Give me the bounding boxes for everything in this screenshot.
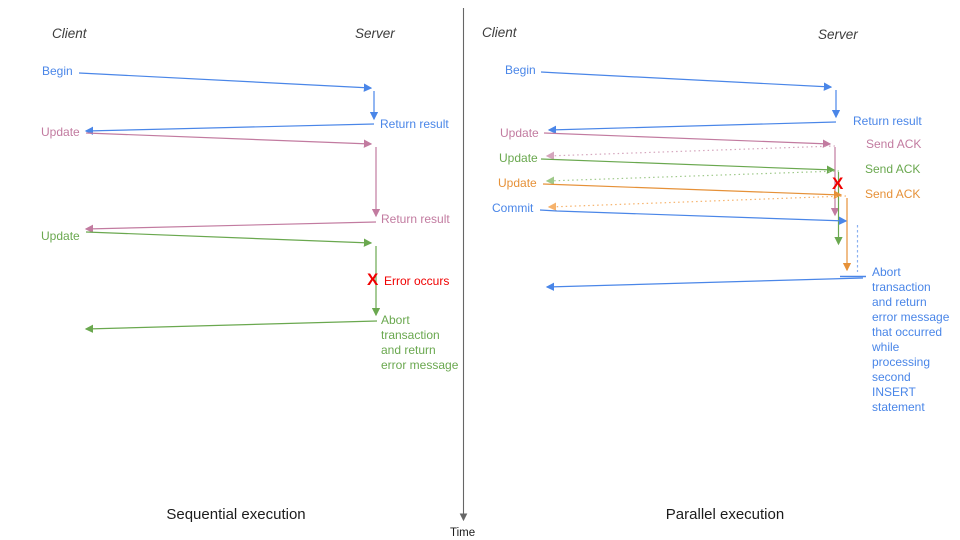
par-update-2-arrow xyxy=(540,158,836,174)
seq-begin-label: Begin xyxy=(42,64,73,78)
par-return-result-label: Return result xyxy=(853,114,922,128)
par-update-1-label: Update xyxy=(500,126,539,140)
par-begin-arrow xyxy=(540,71,833,91)
par-ack-1-arrow xyxy=(545,145,836,160)
par-server-header: Server xyxy=(818,27,858,42)
seq-caption: Sequential execution xyxy=(166,506,306,523)
par-ack-2-arrow xyxy=(545,170,840,185)
seq-begin-arrow xyxy=(78,72,373,92)
seq-return-result-2-arrow xyxy=(84,221,377,234)
par-client-header: Client xyxy=(482,25,517,40)
par-send-ack-1-label: Send ACK xyxy=(866,137,922,151)
seq-client-header: Client xyxy=(52,26,87,41)
par-abort-message: Abort transaction and return error messa… xyxy=(872,265,950,414)
seq-update-1-arrow xyxy=(85,132,373,148)
seq-return-result-1-arrow xyxy=(84,123,375,136)
par-update-3-arrow xyxy=(542,183,843,199)
seq-error-occurs-label: Error occurs xyxy=(384,274,450,288)
par-update-1-arrow xyxy=(543,132,832,148)
seq-server-header: Server xyxy=(355,26,395,41)
seq-return-result-2-label: Return result xyxy=(381,212,450,226)
par-update-2-label: Update xyxy=(499,151,538,165)
par-update-3-label: Update xyxy=(498,176,537,190)
seq-return-result-1-label: Return result xyxy=(380,117,449,131)
par-send-ack-2-label: Send ACK xyxy=(865,162,921,176)
seq-abort-arrow xyxy=(84,320,378,334)
seq-update-2-arrow xyxy=(85,231,373,247)
par-error-x-icon: X xyxy=(832,174,844,193)
par-send-ack-3-label: Send ACK xyxy=(865,187,921,201)
par-return-result-arrow xyxy=(547,121,837,134)
par-abort-arrow xyxy=(545,277,864,291)
seq-error-x-icon: X xyxy=(367,270,379,289)
par-commit-label: Commit xyxy=(492,201,534,215)
par-begin-label: Begin xyxy=(505,63,536,77)
par-caption: Parallel execution xyxy=(665,506,785,523)
par-commit-arrow xyxy=(539,209,848,225)
par-ack-3-arrow xyxy=(547,195,847,211)
time-axis-label: Time xyxy=(450,527,476,539)
seq-abort-message: Abort transaction and return error messa… xyxy=(381,313,459,372)
seq-update-2-label: Update xyxy=(41,229,80,243)
seq-update-1-label: Update xyxy=(41,125,80,139)
